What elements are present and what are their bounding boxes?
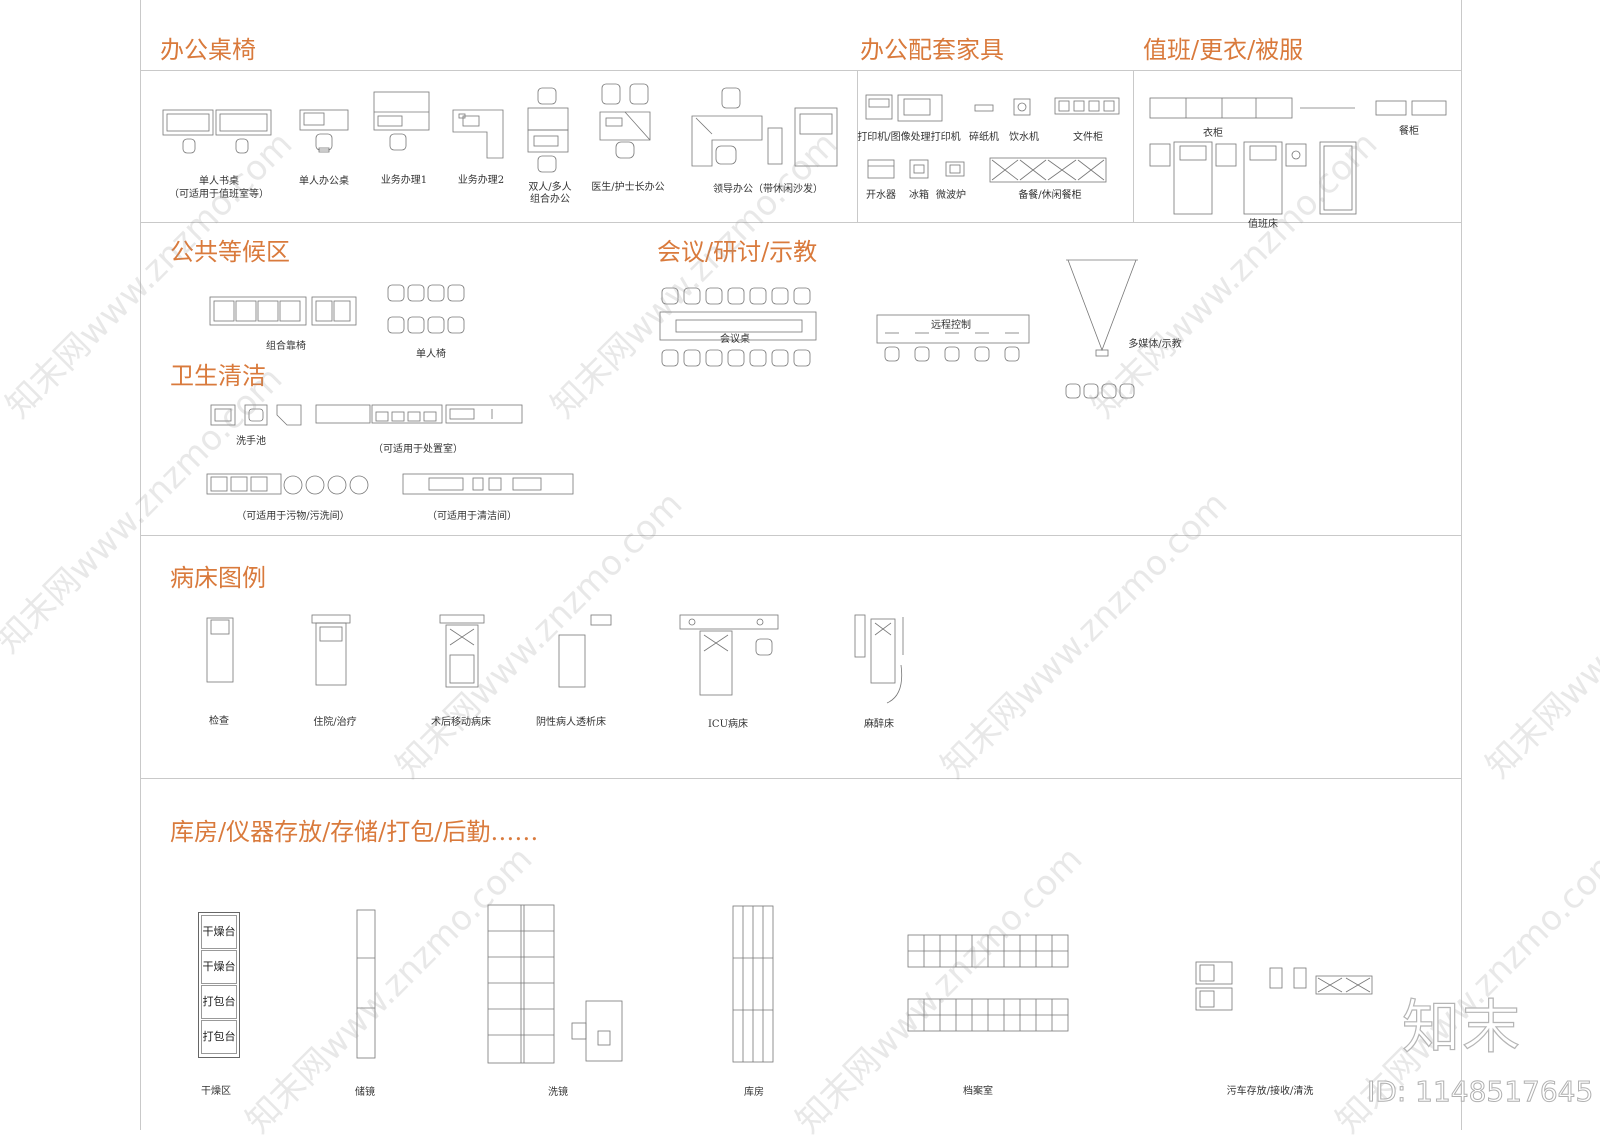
drawing-sheet (140, 0, 1462, 1130)
label-endoscope-wash: 洗镜 (548, 1087, 568, 1098)
label-single-chair: 单人椅 (416, 349, 446, 360)
label-combo-2: 组合办公 (530, 194, 570, 205)
wardrobe-row-drawing (1149, 97, 1447, 119)
warehouse-drawing (732, 905, 774, 1063)
hand-sink-drawing (210, 404, 302, 426)
duty-bed-drawing (1149, 141, 1357, 215)
meeting-table-drawing (659, 287, 817, 367)
label-cart-area: 污车存放/接收/清洗 (1226, 1086, 1314, 1097)
label-single-desk: 单人书桌 (199, 176, 239, 187)
endoscope-store-drawing (356, 909, 376, 1059)
label-microwave: 微波炉 (936, 190, 966, 201)
leader-office-drawing (691, 87, 838, 167)
label-kettle: 开水器 (866, 190, 896, 201)
divider (140, 778, 1462, 779)
label-shredder: 碎纸机 (969, 132, 999, 143)
divider (140, 535, 1462, 536)
multimedia-drawing (1065, 259, 1138, 399)
file-cabinet-drawing (1054, 97, 1120, 115)
business-desk-2-drawing (452, 109, 504, 159)
label-dining-cabinet-2: 餐柜 (1399, 126, 1419, 137)
shredder-drawing (974, 104, 994, 112)
dirty-room-drawing (206, 473, 369, 495)
label-wardrobe: 衣柜 (1203, 128, 1223, 139)
dialysis-bed-drawing (558, 614, 612, 688)
label-single-office: 单人办公桌 (299, 176, 349, 187)
packing-table-2: 打包台 (201, 1020, 237, 1054)
label-meeting-table: 会议桌 (720, 334, 750, 345)
label-business-2: 业务办理2 (457, 175, 505, 186)
drying-station: 干燥台 干燥台 打包台 打包台 (198, 912, 240, 1058)
remote-control-drawing (876, 314, 1030, 362)
label-anesthesia-bed: 麻醉床 (864, 719, 894, 730)
label-combo-1: 双人/多人 (528, 182, 572, 193)
label-leader-office: 领导办公（带休闲沙发） (713, 184, 823, 195)
section-title-beds: 病床图例 (170, 564, 266, 592)
single-chair-drawing (387, 284, 465, 334)
section-title-waiting: 公共等候区 (170, 238, 290, 266)
drying-table-1: 干燥台 (201, 915, 237, 949)
water-dispenser-drawing (1013, 98, 1031, 116)
brand-logo: 知末 (1401, 992, 1523, 1061)
label-dirty-note: （可适用于污物/污洗间） (236, 511, 350, 522)
section-title-meeting: 会议/研讨/示教 (657, 238, 818, 266)
label-single-desk-note: （可适用于值班室等） (169, 189, 269, 200)
label-cleaning-note: （可适用于清洁间） (427, 511, 517, 522)
single-office-desk-drawing (299, 109, 349, 153)
divider (1133, 70, 1134, 222)
label-remote-control: 远程控制 (931, 320, 971, 331)
drying-table-2: 干燥台 (201, 950, 237, 984)
business-desk-1-drawing (373, 91, 430, 151)
inpatient-bed-drawing (311, 614, 351, 686)
label-hand-sink: 洗手池 (236, 436, 266, 447)
printer-drawing (865, 94, 943, 122)
label-exam-bed: 检查 (209, 716, 229, 727)
icu-bed-drawing (679, 614, 779, 696)
label-endoscope-store: 储镜 (355, 1087, 375, 1098)
label-water-dispenser: 饮水机 (1009, 132, 1039, 143)
packing-table-1: 打包台 (201, 985, 237, 1019)
label-postop-bed: 术后移动病床 (431, 717, 491, 728)
doctor-office-drawing (599, 83, 651, 159)
label-combo-chair: 组合靠椅 (266, 341, 306, 352)
label-drying-area: 干燥区 (201, 1086, 231, 1097)
label-file-cabinet: 文件柜 (1073, 132, 1103, 143)
exam-bed-drawing (206, 617, 234, 683)
appliances-drawing (867, 159, 965, 179)
dining-cabinet-drawing (989, 157, 1107, 183)
combo-chair-drawing (209, 296, 357, 326)
label-treatment-note: （可适用于处置室） (373, 444, 463, 455)
label-printer: 打印机/图像处理打印机 (857, 132, 961, 143)
label-archive: 档案室 (963, 1086, 993, 1097)
combo-office-drawing (527, 87, 569, 173)
endoscope-wash-drawing (487, 904, 623, 1064)
section-title-duty: 值班/更衣/被服 (1143, 36, 1304, 64)
archive-drawing (907, 934, 1069, 1032)
label-fridge: 冰箱 (909, 190, 929, 201)
section-title-office-support: 办公配套家具 (860, 36, 1004, 64)
image-id: ID: 1148517645 (1366, 1075, 1594, 1109)
section-title-office-desks: 办公桌椅 (160, 36, 256, 64)
single-desk-drawing (162, 109, 272, 154)
label-business-1: 业务办理1 (380, 175, 428, 186)
section-title-sanitation: 卫生清洁 (170, 362, 266, 390)
label-warehouse: 库房 (744, 1087, 764, 1098)
divider (140, 222, 1462, 223)
label-dining-cabinet: 备餐/休闲餐柜 (1018, 190, 1082, 201)
label-icu-bed: ICU病床 (707, 719, 749, 730)
section-title-storage: 库房/仪器存放/存储/打包/后勤…… (170, 818, 539, 846)
postop-bed-drawing (439, 614, 485, 688)
cleaning-room-drawing (402, 473, 574, 495)
label-inpatient-bed: 住院/治疗 (313, 717, 357, 728)
treatment-counter-drawing (315, 404, 523, 424)
label-dialysis-bed: 阴性病人透析床 (536, 717, 606, 728)
divider (140, 70, 1462, 71)
anesthesia-bed-drawing (854, 614, 904, 704)
watermark-text: 知末网www.znzmo.com (1478, 484, 1600, 787)
label-doctor-office: 医生/护士长办公 (591, 182, 665, 193)
label-multimedia: 多媒体/示教 (1128, 339, 1182, 350)
divider (857, 70, 858, 222)
cart-area-drawing (1195, 961, 1373, 1011)
label-duty-bed: 值班床 (1248, 219, 1278, 230)
